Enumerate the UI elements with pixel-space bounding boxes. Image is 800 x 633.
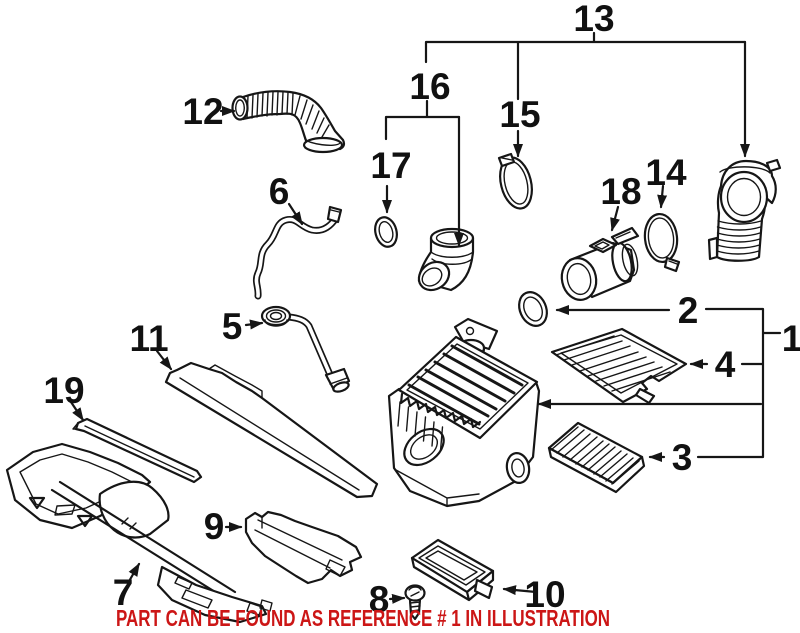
- leader-arrow-8: [388, 593, 406, 604]
- part-18-mass-air-flow-sensor: [560, 226, 640, 301]
- callout-label-9: 9: [204, 506, 225, 547]
- part-14-hose-clamp: [643, 212, 681, 273]
- callout-label-19: 19: [43, 370, 84, 411]
- part-19-sealing-strip: [72, 417, 203, 484]
- callout-label-14: 14: [645, 152, 687, 193]
- leader-arrow-5: [244, 319, 264, 330]
- part-10-intake-scoop: [410, 538, 495, 602]
- part-11-cowl-panel: [164, 361, 379, 499]
- part-9-bracket: [244, 510, 363, 585]
- callout-labels: 13 16 17 15 18 14 12 6 5 11 19 7 9 8 10 …: [43, 0, 800, 620]
- part-7-air-intake-duct-lower: [5, 442, 273, 624]
- callout-label-16: 16: [409, 66, 450, 107]
- part-16-elbow-hose: [417, 227, 475, 292]
- callout-label-8: 8: [369, 579, 390, 620]
- reference-note: PART CAN BE FOUND AS REFERENCE # 1 IN IL…: [116, 605, 610, 631]
- part-13-intake-duct: [707, 158, 782, 262]
- callout-label-4: 4: [715, 344, 736, 385]
- callout-label-15: 15: [499, 94, 540, 135]
- bracket-16: [384, 99, 461, 141]
- callout-label-1: 1: [782, 318, 800, 359]
- callout-label-12: 12: [182, 91, 223, 132]
- leader-lines: [69, 31, 782, 604]
- part-1-air-cleaner-housing: [387, 317, 541, 508]
- callout-label-11: 11: [129, 318, 168, 359]
- callout-label-17: 17: [370, 145, 411, 186]
- callout-label-10: 10: [524, 574, 565, 615]
- part-6-vent-hose: [252, 205, 343, 300]
- callout-label-7: 7: [113, 572, 134, 613]
- leader-arrow-18: [610, 205, 620, 232]
- leader-arrow-7: [126, 562, 141, 585]
- part-8-screw: [404, 584, 426, 621]
- part-12-corrugated-hose: [231, 90, 346, 154]
- leader-arrow-11: [155, 349, 173, 371]
- leader-arrow-10: [502, 585, 538, 596]
- callout-label-2: 2: [678, 290, 699, 331]
- leader-arrow-14: [657, 184, 668, 209]
- part-2-seal-ring: [518, 291, 548, 327]
- part-4-filter-cover-grid: [550, 327, 688, 405]
- callout-label-13: 13: [573, 0, 614, 39]
- leader-arrow-6: [287, 202, 304, 226]
- part-15-hose-clamp: [497, 152, 533, 210]
- callout-label-18: 18: [600, 171, 641, 212]
- callout-label-5: 5: [222, 306, 243, 347]
- callout-label-6: 6: [269, 171, 290, 212]
- callout-label-3: 3: [672, 437, 693, 478]
- part-3-air-filter-element: [547, 421, 646, 494]
- bracket-13: [424, 31, 747, 101]
- bracket-1: [696, 307, 782, 459]
- part-17-seal-ring: [374, 216, 398, 248]
- leader-arrow-19: [69, 400, 85, 422]
- part-5-breather-pipe: [260, 305, 351, 393]
